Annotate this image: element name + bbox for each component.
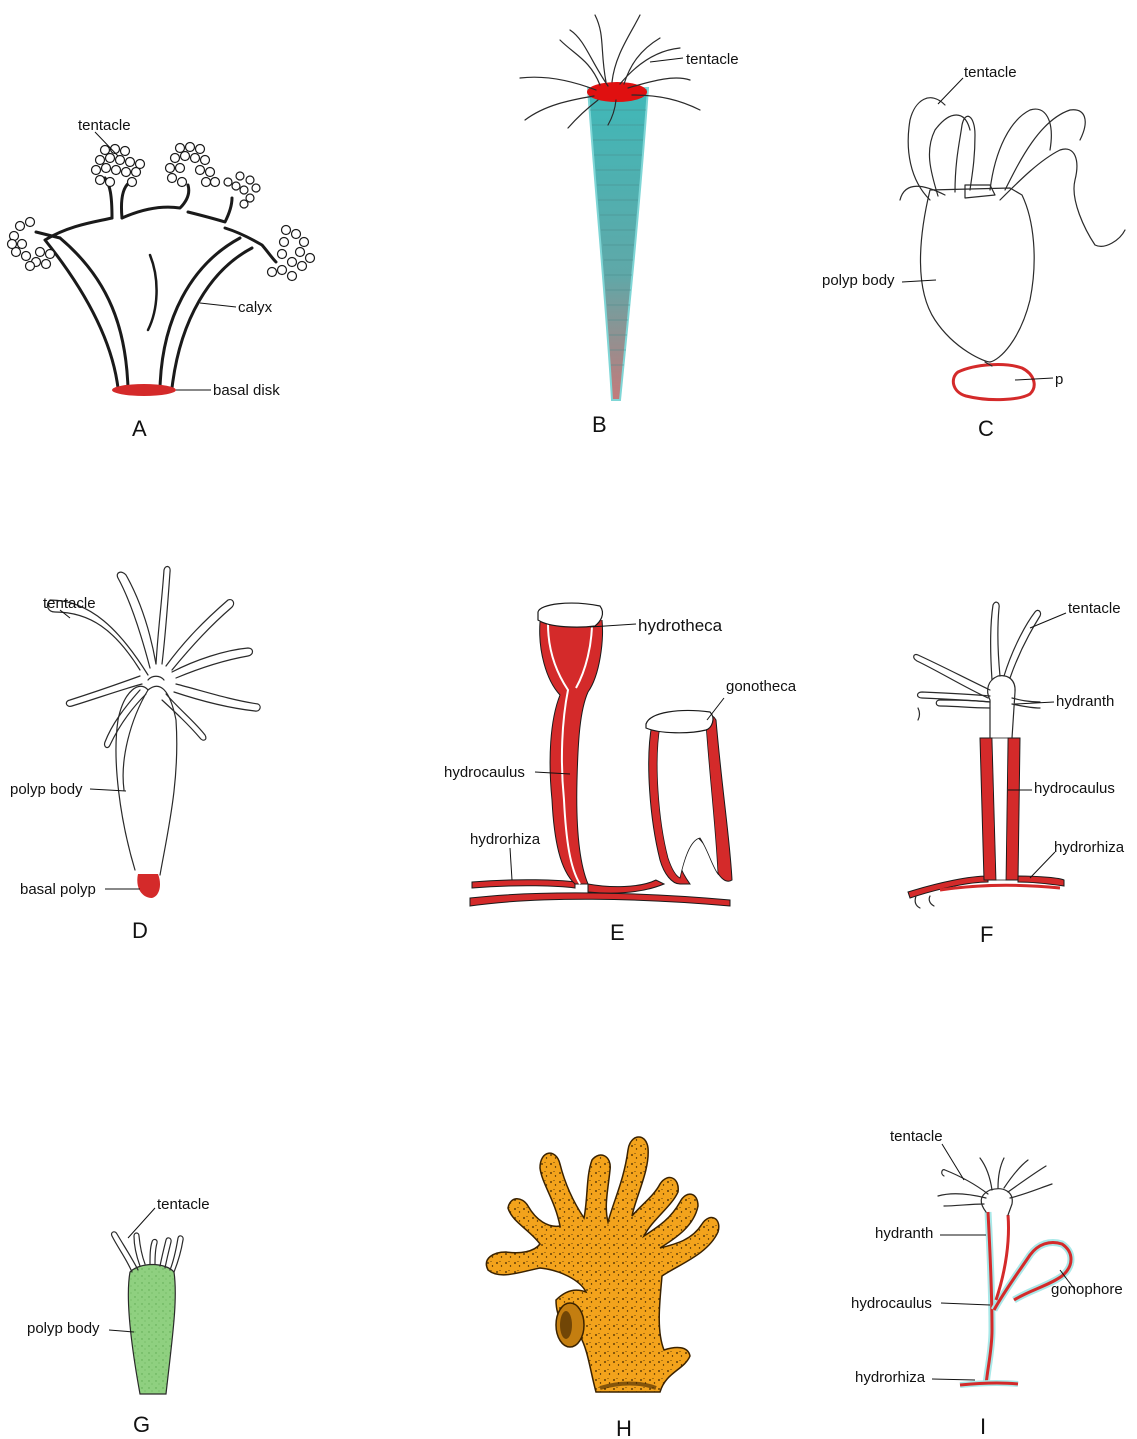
hydrocaulus-label: hydrocaulus [1034, 780, 1115, 797]
panel-letter: E [610, 920, 625, 945]
panel-letter: G [133, 1412, 150, 1437]
leader-line [941, 1303, 990, 1305]
hydrotheca-label: hydrotheca [638, 616, 723, 635]
tentacle-label: tentacle [1068, 600, 1121, 617]
tentacle-label: tentacle [686, 51, 739, 68]
tentacle-label: tentacle [43, 595, 96, 612]
panel-c: tentacle polyp body p C [822, 64, 1125, 441]
hydranth-label: hydranth [875, 1225, 933, 1242]
leader-line [932, 1379, 975, 1380]
gonophore-label: gonophore [1051, 1281, 1123, 1298]
hydrorhiza-label: hydrorhiza [855, 1369, 926, 1386]
leader-line [200, 303, 236, 307]
leader-line [650, 58, 683, 62]
leader-line [128, 1208, 155, 1238]
basal-disk-label: basal disk [213, 382, 280, 399]
panel-letter: A [132, 416, 147, 441]
hydrorhiza-label: hydrorhiza [470, 831, 541, 848]
polyp-body-label: polyp body [10, 781, 83, 798]
panel-f: tentacle hydranth hydrocaulus hydrorhiza… [908, 600, 1125, 947]
polyp-body-label: polyp body [27, 1320, 100, 1337]
calyx-label: calyx [238, 299, 273, 316]
leader-line [707, 698, 724, 720]
panel-g-drawing [112, 1232, 184, 1394]
hydrorhiza-label: hydrorhiza [1054, 839, 1125, 856]
panel-d: tentacle polyp body basal polyp D [10, 566, 260, 943]
panel-letter: B [592, 412, 607, 437]
panel-h: H [486, 1137, 718, 1439]
panel-g: tentacle polyp body G [27, 1196, 210, 1437]
tentacle-label: tentacle [78, 117, 131, 134]
panel-i: tentacle hydranth gonophore hydrocaulus … [851, 1128, 1123, 1439]
p-label: p [1055, 371, 1063, 388]
panel-letter: D [132, 918, 148, 943]
panel-f-drawing [908, 602, 1064, 908]
leader-line [90, 789, 126, 791]
leader-line [1030, 852, 1055, 878]
tentacle-label: tentacle [157, 1196, 210, 1213]
panel-b-drawing [520, 15, 700, 400]
tentacle-label: tentacle [890, 1128, 943, 1145]
panel-h-drawing [486, 1137, 718, 1392]
tentacle-label: tentacle [964, 64, 1017, 81]
panel-letter: I [980, 1414, 986, 1439]
panel-a-drawing [8, 143, 315, 397]
panel-b: tentacle B [520, 15, 739, 437]
leader-line [510, 848, 512, 880]
polyp-body-label: polyp body [822, 272, 895, 289]
panel-e-drawing [470, 603, 732, 906]
hydranth-label: hydranth [1056, 693, 1114, 710]
leader-line [938, 78, 963, 104]
panel-letter: F [980, 922, 993, 947]
panel-c-drawing [900, 98, 1125, 400]
panel-d-drawing [48, 566, 261, 898]
panel-letter: C [978, 416, 994, 441]
panel-a: tentacle calyx basal disk A [8, 117, 315, 441]
hydrocaulus-label: hydrocaulus [444, 764, 525, 781]
leader-line [942, 1144, 964, 1180]
basal-polyp-label: basal polyp [20, 881, 96, 898]
panel-letter: H [616, 1416, 632, 1439]
leader-line [1030, 613, 1066, 628]
hydrocaulus-label: hydrocaulus [851, 1295, 932, 1312]
panel-e: hydrotheca gonotheca hydrocaulus hydrorh… [444, 603, 797, 945]
gonotheca-label: gonotheca [726, 678, 797, 695]
leader-line [902, 280, 936, 282]
panel-i-drawing [938, 1158, 1071, 1385]
